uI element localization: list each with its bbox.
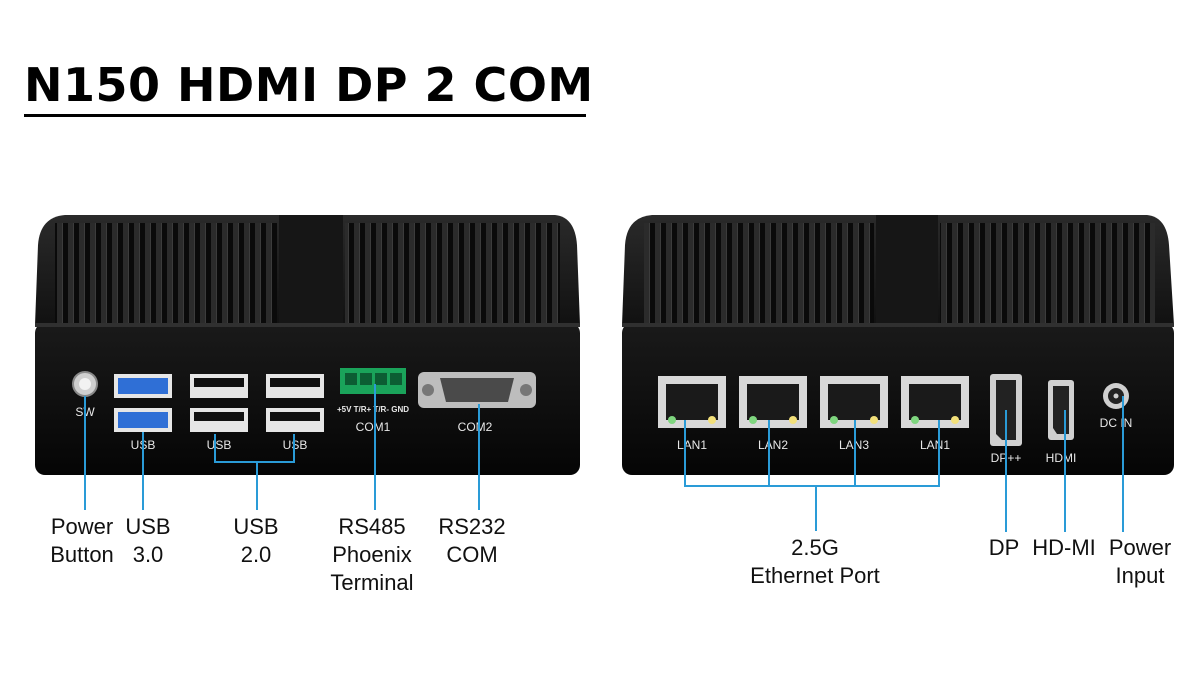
- dcin-label: DC IN: [1099, 416, 1133, 430]
- leader-dp: [1005, 410, 1007, 532]
- com1-pin-label: +5V T/R+ T/R- GND: [336, 405, 409, 414]
- leader-rs232: [478, 404, 480, 510]
- leader-usb2-down: [256, 461, 258, 510]
- lan4-label: LAN1: [919, 438, 951, 452]
- leader-lan1: [684, 420, 686, 486]
- hdmi-port-icon: [1048, 380, 1074, 440]
- hdmi-label: HDMI: [1045, 451, 1077, 465]
- usb-label-2: USB: [206, 438, 232, 452]
- leader-rs485: [374, 384, 376, 510]
- title-underline: [24, 114, 586, 117]
- phoenix-terminal-icon: [340, 368, 406, 394]
- usb3-port-icon: [114, 374, 172, 432]
- com2-label: COM2: [457, 420, 493, 434]
- leader-lan-down: [815, 485, 817, 531]
- lan1-label: LAN1: [676, 438, 708, 452]
- lan-port-icon: [658, 376, 969, 428]
- callout-dp: DP: [988, 535, 1020, 560]
- leader-power-input: [1122, 396, 1124, 532]
- leader-power: [84, 396, 86, 510]
- leader-usb2-a: [214, 434, 216, 462]
- page-title: N150 HDMI DP 2 COM: [24, 58, 594, 112]
- db9-com-port-icon: [418, 372, 536, 408]
- leader-usb2-bar: [214, 461, 295, 463]
- leader-usb2-b: [293, 434, 295, 462]
- lan2-label: LAN2: [757, 438, 789, 452]
- leader-lan-bar: [684, 485, 940, 487]
- leader-lan4: [938, 420, 940, 486]
- front-device-image: [35, 205, 580, 475]
- com1-label: COM1: [355, 420, 391, 434]
- usb-label-3: USB: [282, 438, 308, 452]
- dc-jack-icon: [1103, 383, 1129, 409]
- leader-lan3: [854, 420, 856, 486]
- leader-hdmi: [1064, 410, 1066, 532]
- leader-usb3: [142, 432, 144, 510]
- rear-device-image: [622, 205, 1174, 475]
- callout-hdmi: HD-MI: [1032, 535, 1096, 560]
- leader-lan2: [768, 420, 770, 486]
